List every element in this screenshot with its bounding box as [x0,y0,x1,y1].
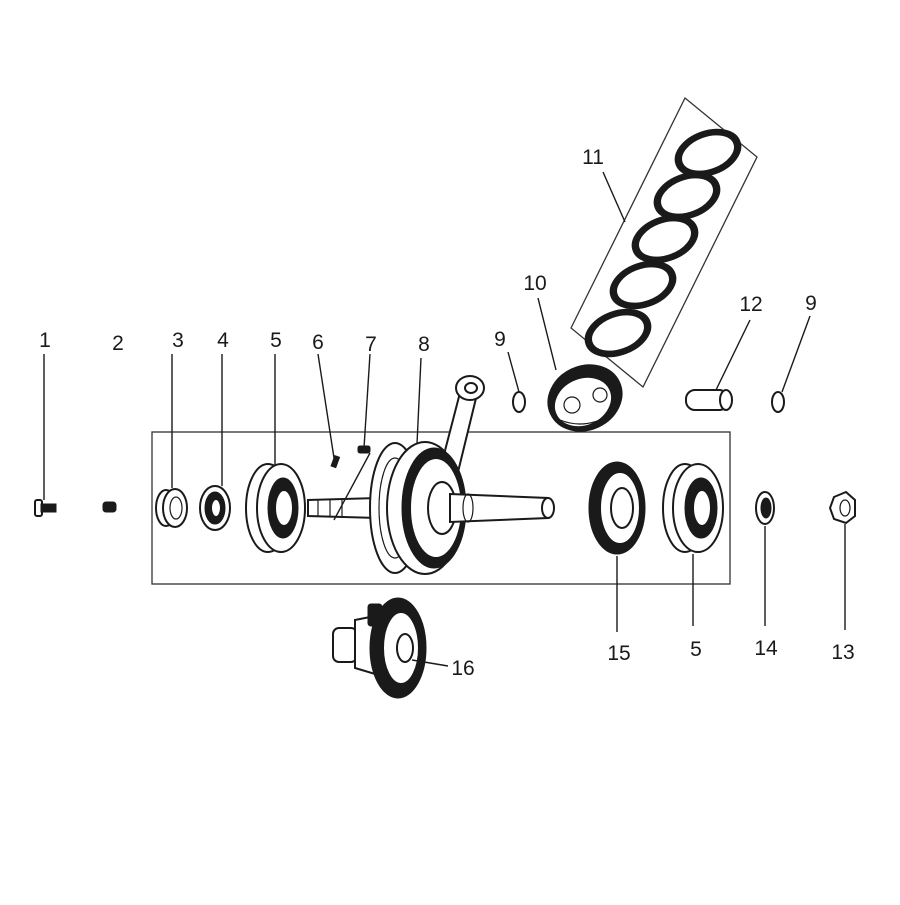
callout-9b: 9 [805,292,817,315]
callout-3: 3 [172,329,184,352]
callout-labels: 1 2 3 4 5 6 7 8 9 10 11 12 9 15 5 14 13 … [39,146,855,680]
part-piston [547,364,623,432]
part-oil-seal-right [588,461,646,555]
part-small-pin [102,501,117,513]
callout-6: 6 [312,331,324,354]
callout-7: 7 [365,333,377,356]
part-bolt [34,499,57,517]
callout-4: 4 [217,329,229,352]
part-bushing [155,488,188,528]
callout-15: 15 [607,642,630,665]
part-crankshaft [307,375,555,575]
callout-9a: 9 [494,328,506,351]
callout-5b: 5 [690,638,702,661]
part-washer [755,491,775,525]
callout-8: 8 [418,333,430,356]
part-circlip-right [771,391,785,413]
piston-ring-set-frame [570,96,758,389]
part-circlip-left [512,391,526,413]
part-pin-6 [330,454,341,469]
part-piston-rings [584,128,742,358]
part-piston-pin [685,389,733,411]
callout-10: 10 [523,272,546,295]
leader-lines [43,171,846,667]
callout-2: 2 [112,332,124,355]
callout-13: 13 [831,641,854,664]
part-oil-seal [199,485,231,531]
part-bearing-left [245,463,306,553]
callout-1: 1 [39,329,51,352]
callout-5a: 5 [270,329,282,352]
part-bearing-right [662,463,724,553]
callout-16: 16 [451,657,474,680]
callout-11: 11 [582,146,604,169]
callout-14: 14 [754,637,778,660]
callout-12: 12 [739,293,762,316]
part-drive-gear [332,597,427,699]
crankshaft-assembly-frame [151,431,731,585]
part-nut [828,490,856,525]
